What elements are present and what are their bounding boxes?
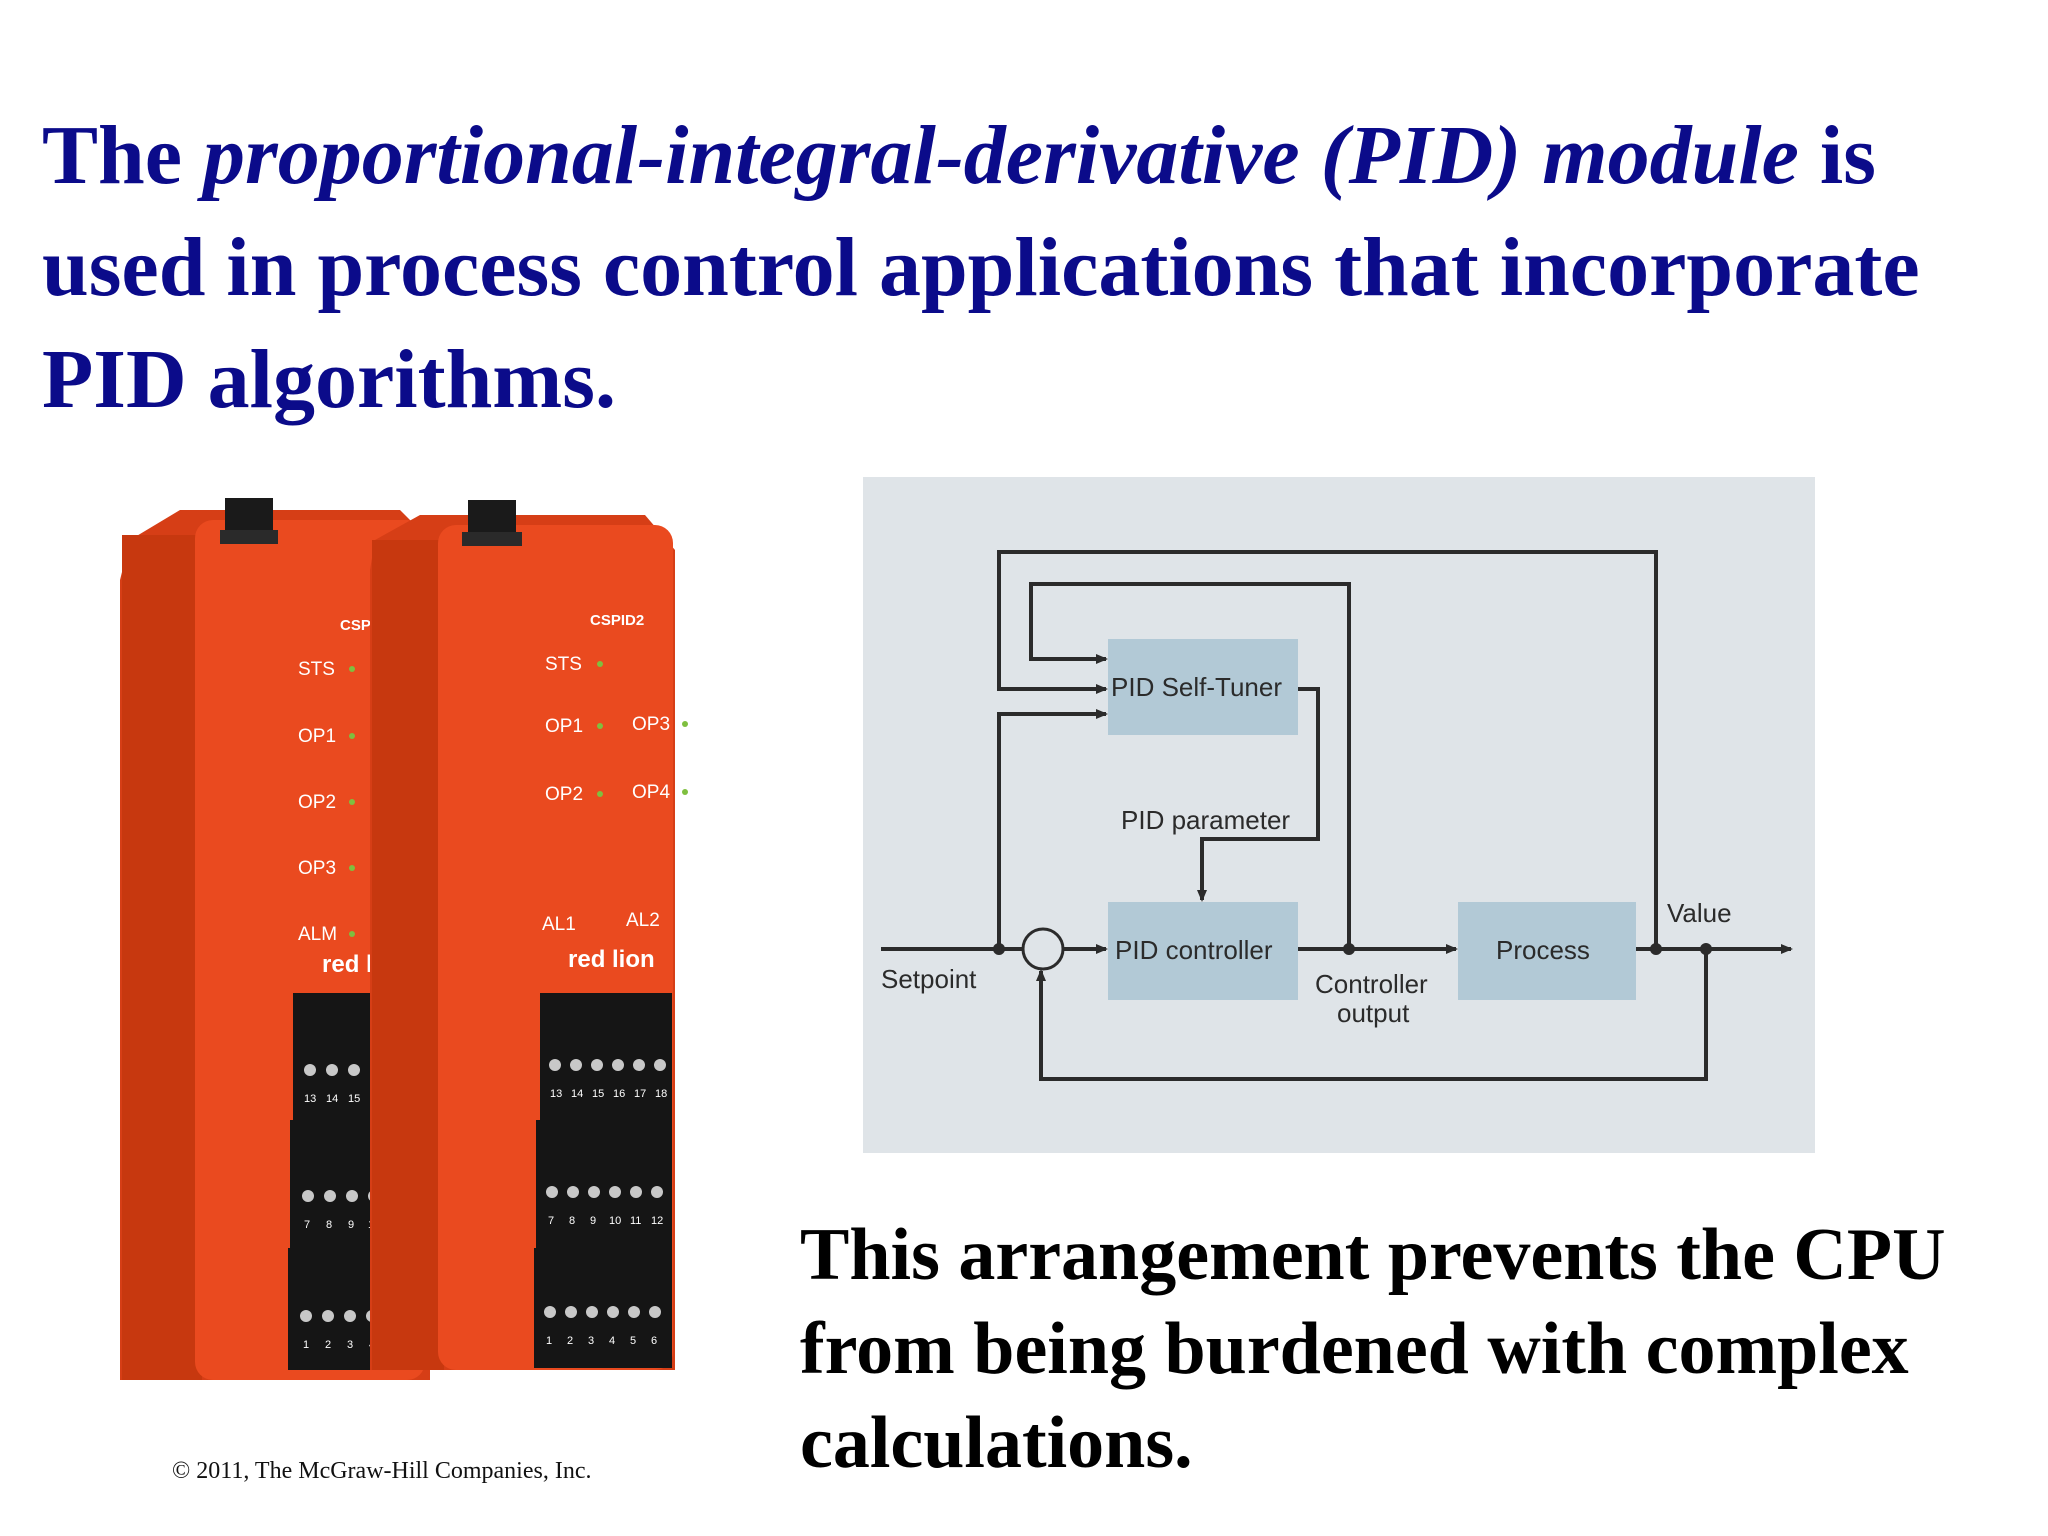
process-label: Process: [1496, 935, 1590, 965]
m1-term-2: 2: [325, 1339, 331, 1351]
output-to-tuner-arrow: [1029, 582, 1351, 949]
feedback-arrow: [1036, 949, 1708, 1081]
module-1-led-alm: ALM: [298, 924, 337, 945]
m2-term-17: 17: [634, 1088, 646, 1100]
pid-module-2: CSPID2 STS OP1 OP3 OP2 OP4 AL1 AL2 red l…: [370, 500, 688, 1370]
setpoint-to-tuner-arrow: [997, 709, 1108, 949]
module-1-led-op2: OP2: [298, 792, 336, 813]
title-part2: is used in process control applications …: [42, 109, 1920, 426]
controller-label: PID controller: [1115, 935, 1273, 965]
module-2-led-sts: STS: [545, 654, 582, 675]
m2-term-1: 1: [546, 1335, 552, 1347]
m1-term-7: 7: [304, 1219, 310, 1231]
title-part1: The: [42, 109, 204, 202]
m2-term-11: 11: [630, 1215, 641, 1227]
module-2-brand-logo: red lion: [568, 946, 655, 973]
m2-term-9: 9: [590, 1215, 596, 1227]
pid-controller-block: [1108, 902, 1298, 1000]
pid-diagram-svg: PID Self-Tuner PID parameter PID control…: [881, 550, 1793, 1081]
module-2-model: CSPID2: [590, 612, 644, 629]
body-text: This arrangement prevents the CPU from b…: [800, 1214, 1946, 1484]
m2-term-10: 10: [609, 1215, 621, 1227]
controller-output-label-1: Controller: [1315, 969, 1428, 999]
m2-term-4: 4: [609, 1335, 615, 1347]
m1-term-3: 3: [347, 1339, 353, 1351]
m1-term-9: 9: [348, 1219, 354, 1231]
m2-term-7: 7: [548, 1215, 554, 1227]
pid-parameter-label: PID parameter: [1121, 805, 1290, 835]
m2-term-18: 18: [655, 1088, 667, 1100]
m2-term-14: 14: [571, 1088, 583, 1100]
m2-term-15: 15: [592, 1088, 604, 1100]
title-italic-term: proportional-integral-derivative (PID) m…: [203, 109, 1799, 202]
slide-title: The proportional-integral-derivative (PI…: [42, 100, 2002, 436]
m2-term-5: 5: [630, 1335, 636, 1347]
m2-term-13: 13: [550, 1088, 562, 1100]
pid-self-tuner-block: [1108, 639, 1298, 735]
m1-term-15: 15: [348, 1093, 360, 1105]
value-to-tuner-arrow: [997, 550, 1658, 949]
m1-term-14: 14: [326, 1093, 338, 1105]
module-1-led-op1: OP1: [298, 726, 336, 747]
summing-junction: [1021, 927, 1065, 971]
m2-term-2: 2: [567, 1335, 573, 1347]
setpoint-label: Setpoint: [881, 964, 977, 994]
module-2-led-op3: OP3: [632, 714, 670, 735]
module-2-led-al1: AL1: [542, 914, 576, 935]
pid-module-photo: CSPID1 STS OP1 OP2 OP3 ALM red lion 13 1…: [120, 498, 688, 1380]
value-label: Value: [1667, 898, 1732, 928]
m2-term-3: 3: [588, 1335, 594, 1347]
parameter-arrow: [1197, 687, 1320, 902]
m1-term-8: 8: [326, 1219, 332, 1231]
module-2-terminal-blocks: 13 14 15 16 17 18 7 8 9 10 11 12 1 2 3 4…: [534, 993, 672, 1368]
pid-block-diagram: PID Self-Tuner PID parameter PID control…: [863, 477, 1815, 1153]
process-block: [1458, 902, 1636, 1000]
m2-term-12: 12: [651, 1215, 663, 1227]
m1-term-1: 1: [303, 1339, 309, 1351]
self-tuner-label: PID Self-Tuner: [1111, 672, 1282, 702]
controller-output-label-2: output: [1337, 998, 1410, 1028]
m2-term-6: 6: [651, 1335, 657, 1347]
module-1-led-sts: STS: [298, 659, 335, 680]
module-1-led-op3: OP3: [298, 858, 336, 879]
diagram-connections: [881, 550, 1793, 1081]
m2-term-8: 8: [569, 1215, 575, 1227]
module-2-led-op2: OP2: [545, 784, 583, 805]
copyright-notice: © 2011, The McGraw-Hill Companies, Inc.: [172, 1458, 592, 1484]
module-2-led-al2: AL2: [626, 910, 660, 931]
m2-term-16: 16: [613, 1088, 625, 1100]
m1-term-13: 13: [304, 1093, 316, 1105]
module-2-led-op1: OP1: [545, 716, 583, 737]
module-2-led-op4: OP4: [632, 782, 670, 803]
